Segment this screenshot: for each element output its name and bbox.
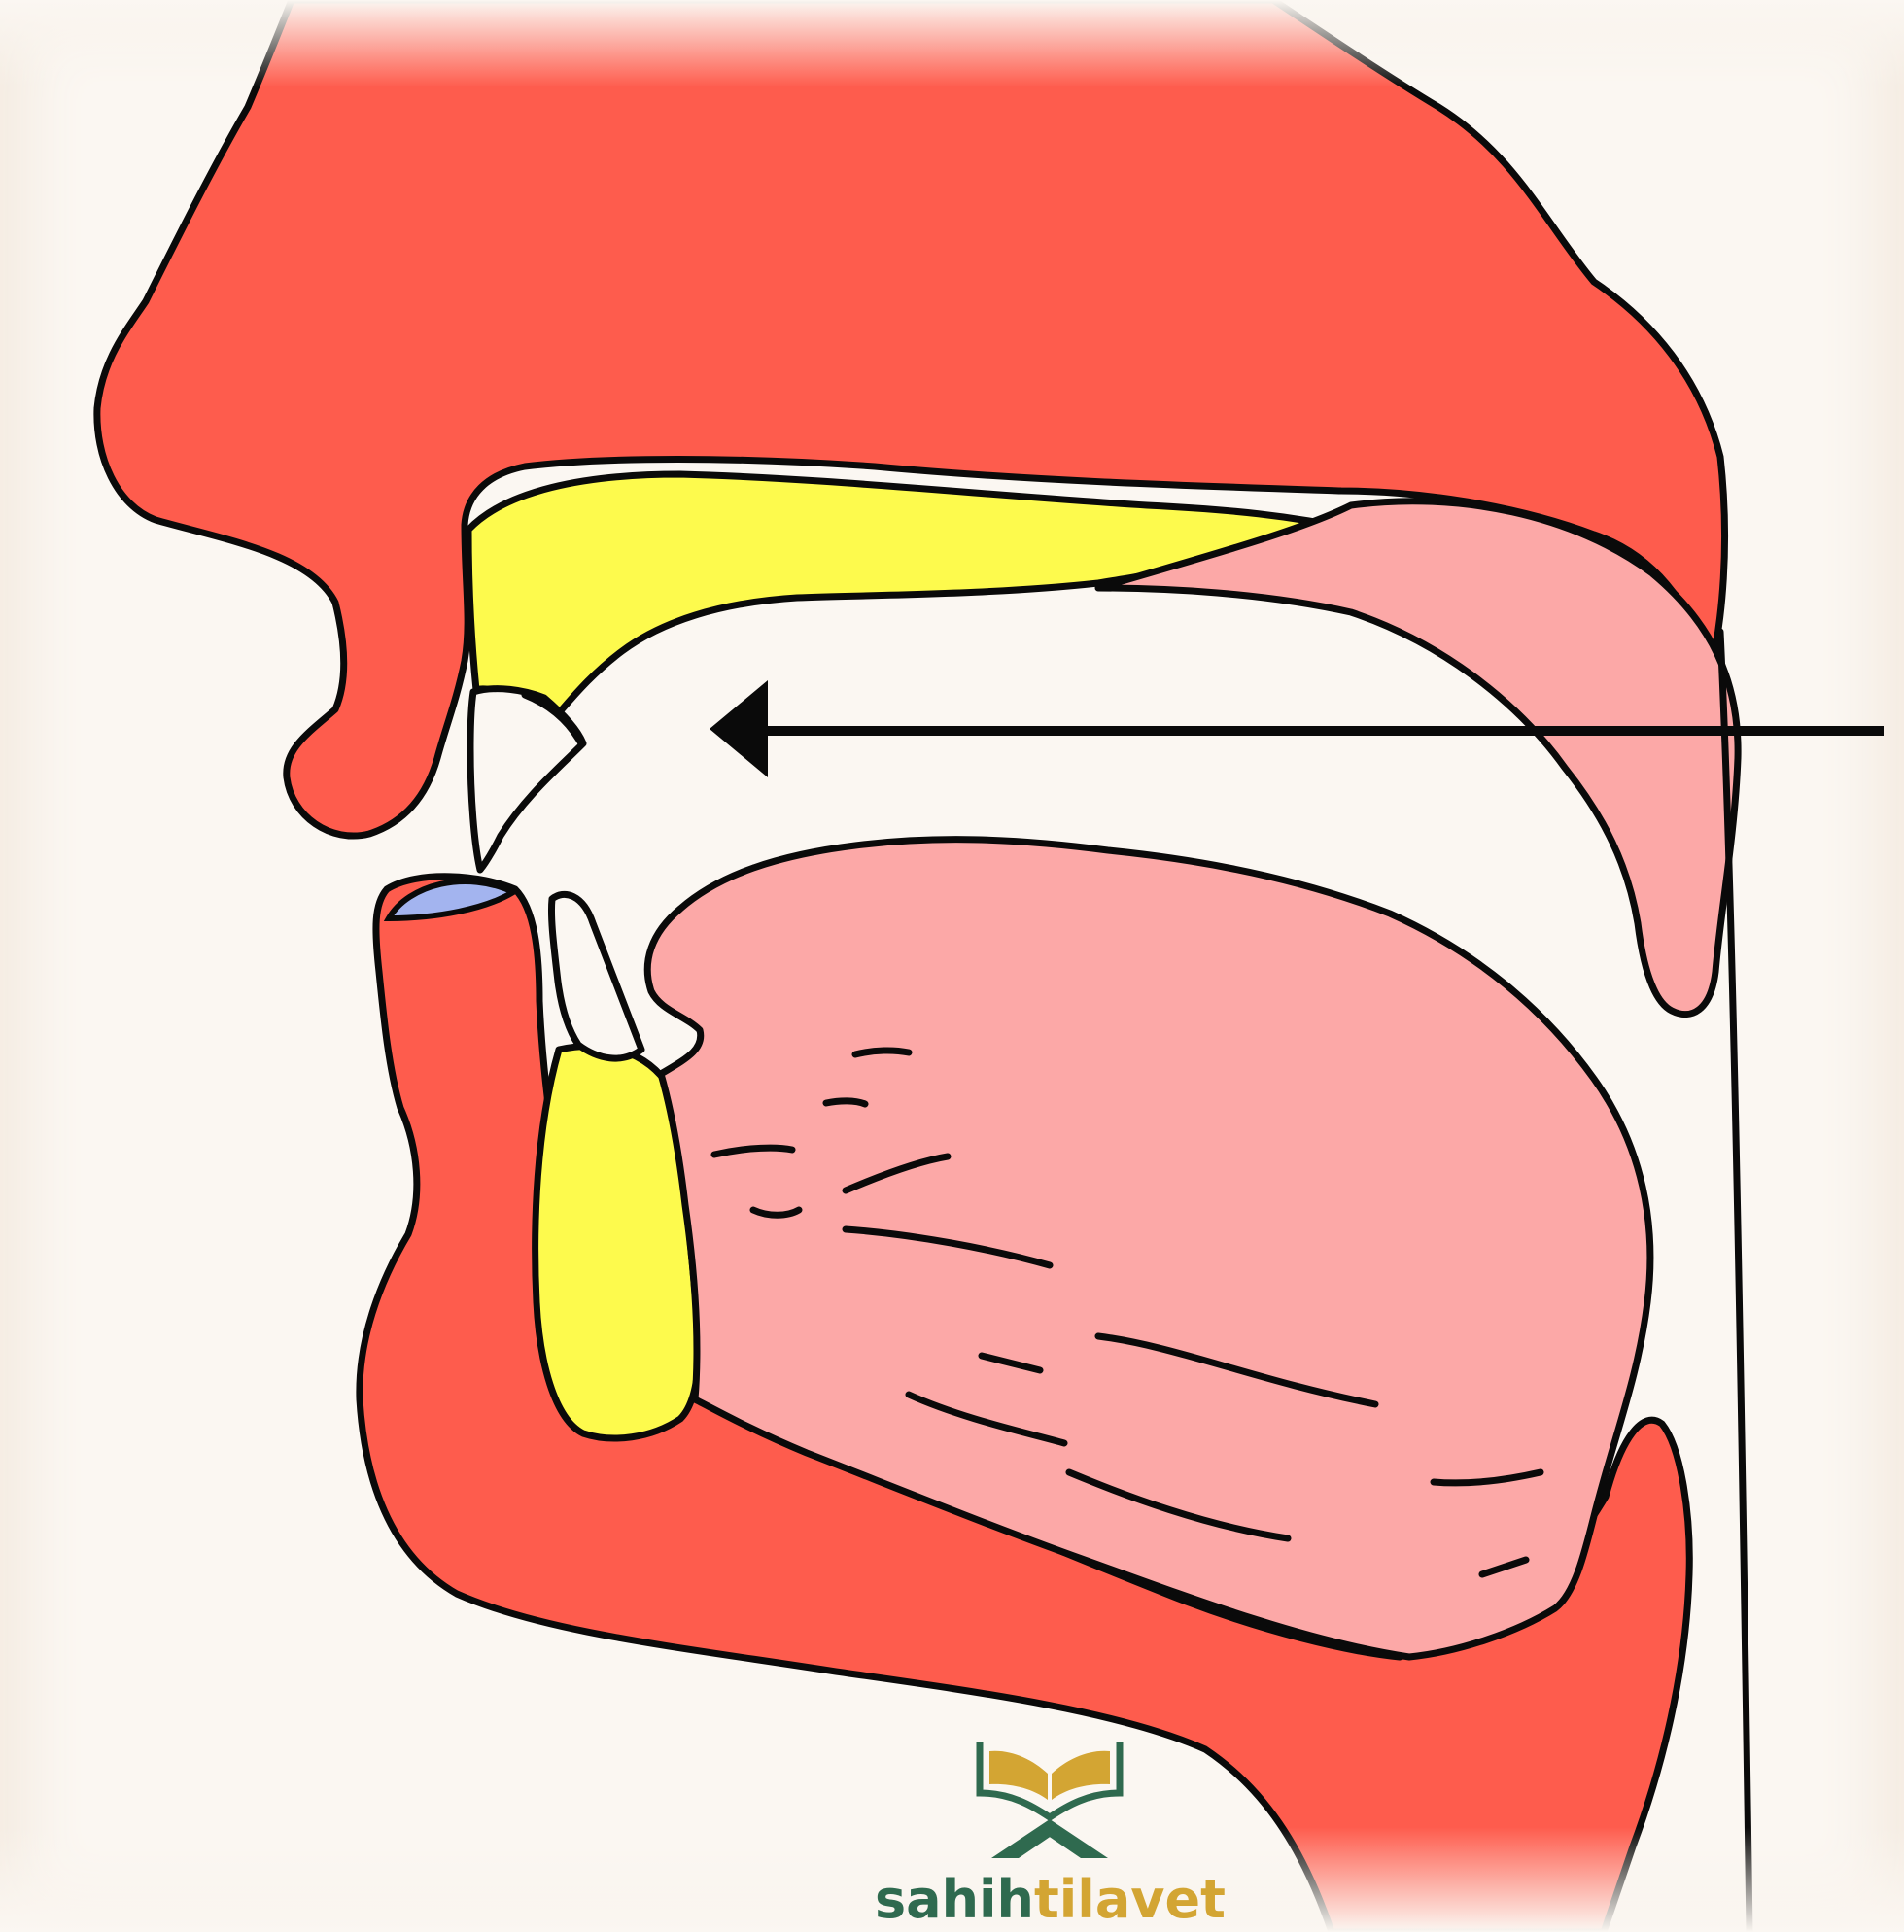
tongue-stroke — [855, 1051, 909, 1054]
tongue-stroke — [826, 1101, 865, 1104]
brand-name-first: sahih — [875, 1869, 1034, 1930]
arrow-head — [710, 680, 768, 777]
upper-head-tissue — [97, 0, 1725, 836]
open-book-on-stand-icon — [972, 1740, 1127, 1861]
upper-incisor — [470, 689, 583, 870]
upper-jaw-bone — [468, 474, 1368, 729]
stand-right-leg — [1038, 1819, 1108, 1858]
brand-logo: sahihtilavet — [875, 1740, 1322, 1924]
top-fade — [0, 0, 1904, 87]
brand-name: sahihtilavet — [875, 1871, 1322, 1929]
brand-name-second: tilavet — [1034, 1869, 1226, 1930]
lower-incisor — [551, 894, 641, 1058]
